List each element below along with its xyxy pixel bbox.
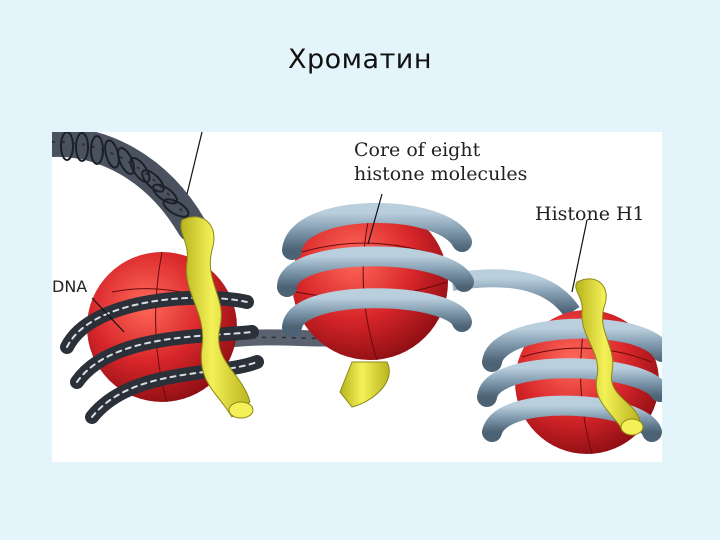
- h1-protein-right: [575, 278, 644, 436]
- label-core-line2: histone molecules: [354, 163, 527, 185]
- label-dna: DNA: [52, 277, 87, 296]
- slide-title: Хроматин: [288, 44, 432, 75]
- pointer-lines: [91, 132, 588, 333]
- chromatin-figure: Core of eight histone molecules Histone …: [52, 132, 662, 462]
- solenoid-fiber: [52, 132, 207, 242]
- middle-nucleosome: [277, 203, 474, 408]
- label-core-line1: Core of eight: [354, 139, 481, 161]
- label-histone-h1: Histone H1: [535, 203, 645, 225]
- h1-protein-left: [180, 216, 254, 419]
